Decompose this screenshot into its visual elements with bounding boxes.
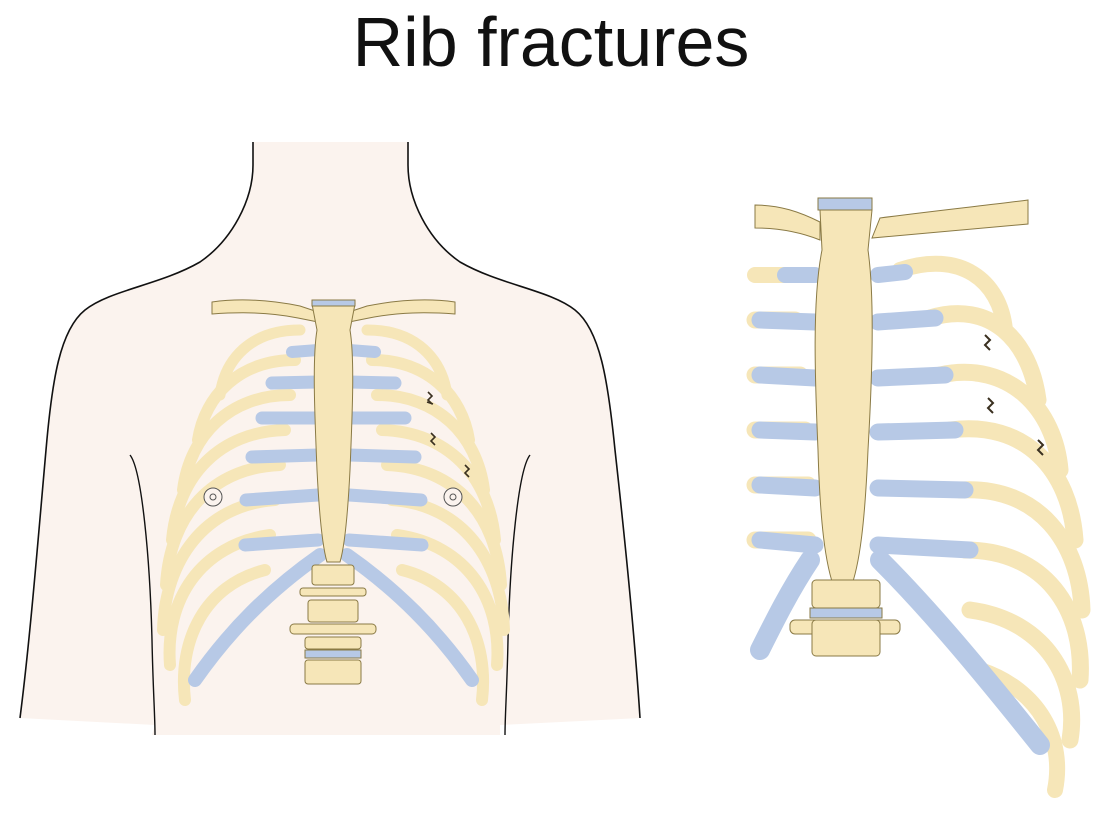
ribs-left <box>157 324 306 706</box>
zoom-sternum <box>814 209 873 591</box>
zoomed-ribcage <box>746 197 1091 798</box>
zoom-spine <box>789 579 901 657</box>
zoom-ribs-right <box>892 255 1091 798</box>
costal-cartilage-front <box>188 344 479 687</box>
left-arm-line <box>129 454 156 736</box>
fracture-mark <box>983 334 992 351</box>
fracture-mark <box>463 464 471 478</box>
front-ribcage <box>157 299 510 706</box>
right-nipple <box>443 487 463 507</box>
fracture-mark <box>986 397 995 414</box>
torso-outline-right <box>407 142 641 719</box>
front-sternum <box>311 303 356 563</box>
left-nipple <box>203 487 223 507</box>
fracture-mark <box>1036 439 1045 456</box>
front-fractures <box>426 391 471 478</box>
zoom-left-clavicle <box>754 204 821 241</box>
fracture-mark <box>426 391 434 405</box>
front-spine <box>289 564 377 685</box>
zoom-fractures <box>983 334 1045 456</box>
fracture-mark <box>426 401 434 405</box>
zoom-right-clavicle <box>871 199 1029 239</box>
torso-outline-left <box>19 142 254 719</box>
zoom-costal-cartilage <box>750 264 1050 755</box>
fracture-mark <box>429 432 437 446</box>
slide-title: Rib fractures <box>352 3 750 81</box>
